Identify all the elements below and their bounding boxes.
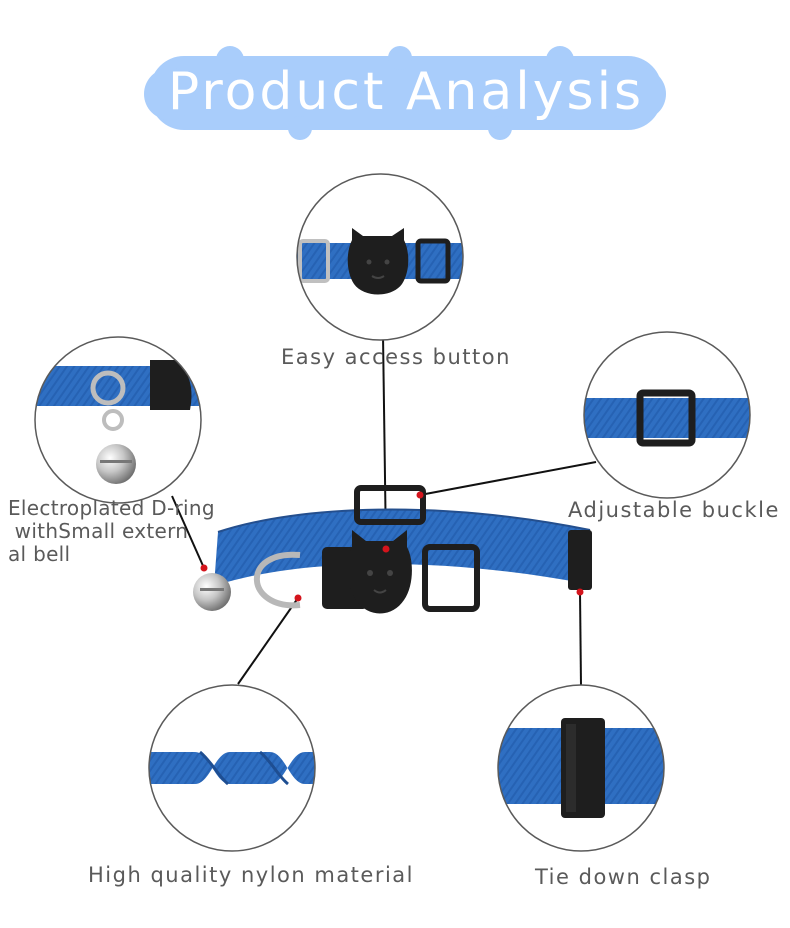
label-nylon: High quality nylon material [88, 863, 415, 887]
callout-markers [200, 491, 584, 602]
marker-nylon [294, 594, 302, 602]
zoom-circle-access-button [296, 173, 464, 341]
label-buckle: Adjustable buckle [568, 498, 780, 522]
leader-lines [171, 334, 597, 687]
leader-line-buckle [419, 461, 597, 496]
main-collar [193, 485, 592, 614]
marker-access-button [382, 545, 390, 553]
marker-buckle [416, 491, 424, 499]
zoom-circle-clasp [497, 684, 665, 852]
page-title: Product Analysis [167, 62, 645, 122]
title-banner: Product Analysis [150, 52, 662, 132]
zoom-circle-bell [34, 336, 202, 504]
title-cloud [144, 46, 666, 140]
label-bell: Electroplated D-ring withSmall extern al… [8, 496, 215, 566]
leader-line-nylon [237, 597, 299, 685]
zoom-circle-nylon [148, 684, 316, 852]
zoom-circle-buckle [583, 331, 751, 499]
label-clasp: Tie down clasp [535, 865, 712, 889]
label-access-button: Easy access button [281, 345, 511, 369]
leader-line-bell [171, 495, 205, 569]
marker-bell [200, 564, 208, 572]
leader-line-clasp [579, 591, 582, 687]
marker-clasp [576, 588, 584, 596]
